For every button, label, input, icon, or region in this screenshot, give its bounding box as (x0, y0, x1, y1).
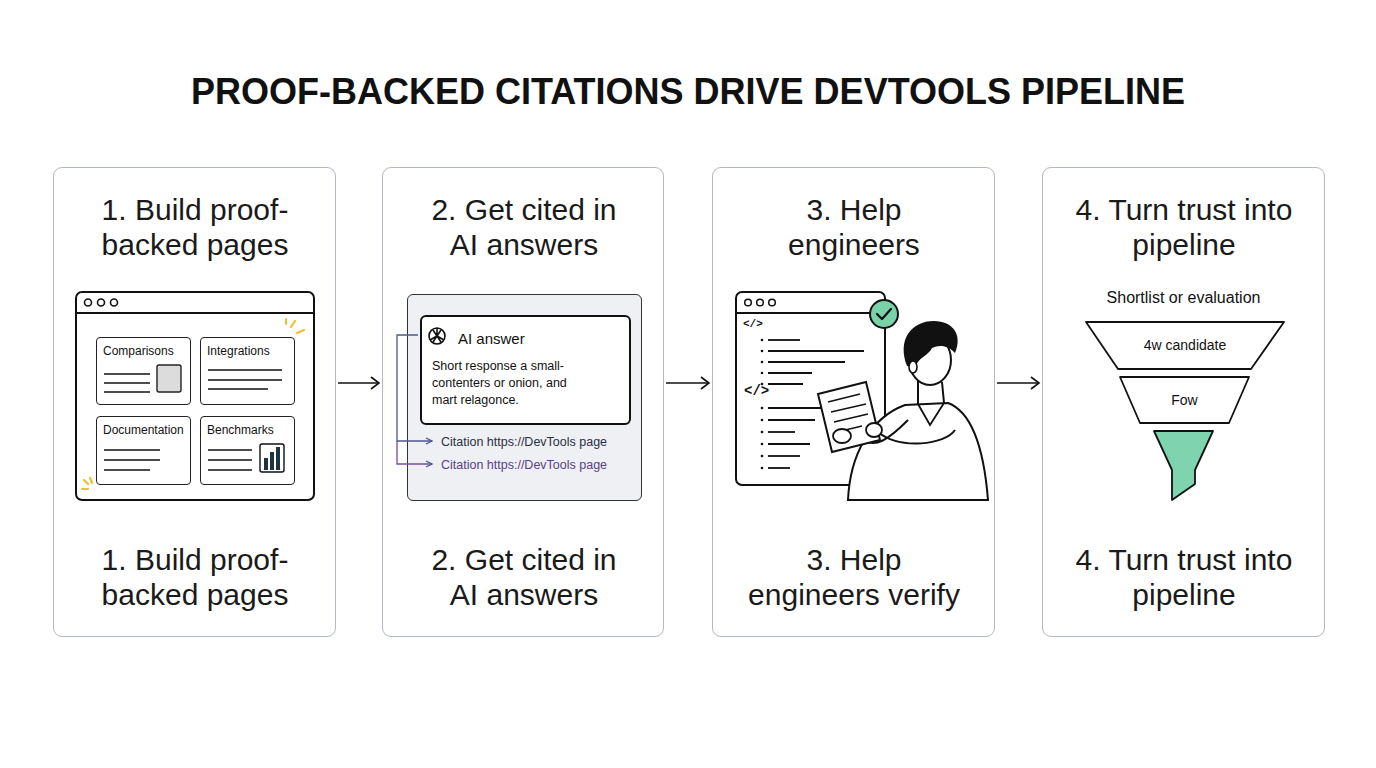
content-card: Benchmarks (200, 416, 295, 485)
code-symbol: </> (744, 383, 778, 399)
chart-bar (276, 447, 280, 470)
window-dot (769, 299, 776, 306)
step-panel: 1. Build proof-backed pages 1. Build proo… (53, 167, 336, 637)
step-heading: 3. Help engineers (744, 192, 964, 262)
step-panel: 4. Turn trust into pipeline 4. Turn trust… (1042, 167, 1325, 637)
engineer-hand (866, 423, 882, 437)
funnel-stage: Fow (1120, 377, 1249, 423)
engineer-hair (904, 321, 958, 367)
engineer-neck (918, 380, 944, 405)
code-title-bar (736, 312, 885, 314)
chart-frame (260, 444, 284, 472)
window-dot (85, 299, 92, 306)
step-heading: 4. Turn trust into pipeline (1074, 192, 1294, 262)
text-placeholder-lines (104, 370, 282, 470)
flow-arrow (997, 382, 1039, 384)
browser-window (76, 292, 314, 500)
funnel-label: Fow (1120, 391, 1249, 409)
citation-text: Citation https://DevTools page (441, 434, 641, 450)
code-window (736, 292, 885, 485)
flow-arrow (338, 382, 379, 384)
paper-sheet (818, 382, 880, 452)
chart-bar (264, 458, 268, 470)
flow-arrow (666, 382, 709, 384)
step-heading: 1. Build proof-backed pages (85, 192, 305, 262)
code-lines (768, 340, 864, 468)
step-heading: 2. Get cited in AI answers (414, 192, 634, 262)
engineer-torso (848, 403, 988, 500)
engineer-arm (878, 430, 955, 444)
answer-heading: AI answer (458, 329, 608, 348)
step-panel: 2. Get cited in AI answers 2. Get cited i… (382, 167, 664, 637)
funnel-label: 4w candidate (1086, 336, 1284, 354)
funnel-heading: Shortlist or evaluation (1042, 289, 1325, 307)
content-card: Documentation (96, 416, 191, 485)
engineer-arm (862, 420, 908, 443)
window-dot (98, 299, 105, 306)
engineer-ear (909, 361, 917, 373)
step-panel: 3. Help engineers 3. Help engineers verif… (712, 167, 995, 637)
funnel-spout (1154, 431, 1213, 500)
step-caption: 4. Turn trust into pipeline (1074, 542, 1294, 612)
chart-bar (270, 452, 274, 470)
step-caption: 1. Build proof-backed pages (85, 542, 305, 612)
citation-text: Citation https://DevTools page (441, 457, 641, 473)
answer-panel: Citation https://DevTools pageCitation h… (407, 294, 642, 501)
answer-body: Short response a small- contenters or on… (432, 358, 592, 409)
check-mark (877, 309, 891, 319)
card-label: Benchmarks (207, 422, 295, 438)
engineer-head (909, 335, 951, 385)
card-label: Comparisons (103, 343, 191, 359)
card-label: Documentation (103, 422, 191, 438)
funnel-shape (1120, 377, 1249, 423)
ai-logo (429, 328, 445, 344)
window-dot (745, 299, 752, 306)
browser-title-bar (76, 312, 314, 314)
content-card: Comparisons (96, 337, 191, 405)
code-symbol: </> (743, 318, 773, 330)
card-label: Integrations (207, 343, 295, 359)
paper-lines (828, 394, 868, 432)
window-dot (111, 299, 118, 306)
answer-card: AI answerShort response a small- content… (420, 315, 631, 425)
window-dot (757, 299, 764, 306)
citation-leader (397, 335, 432, 441)
funnel-shape (1086, 322, 1284, 369)
image-placeholder (157, 365, 181, 392)
check-badge (870, 300, 898, 328)
citation-leader (397, 441, 432, 464)
step-caption: 3. Help engineers verify (744, 542, 964, 612)
engineer-hand (833, 429, 851, 443)
engineer-collar (918, 403, 944, 425)
step-caption: 2. Get cited in AI answers (414, 542, 634, 612)
content-card: Integrations (200, 337, 295, 405)
code-dots (761, 339, 764, 470)
funnel-stage: 4w candidate (1086, 322, 1284, 369)
sparkle (82, 319, 304, 489)
diagram-title: PROOF-BACKED CITATIONS DRIVE DEVTOOLS PI… (0, 70, 1376, 114)
